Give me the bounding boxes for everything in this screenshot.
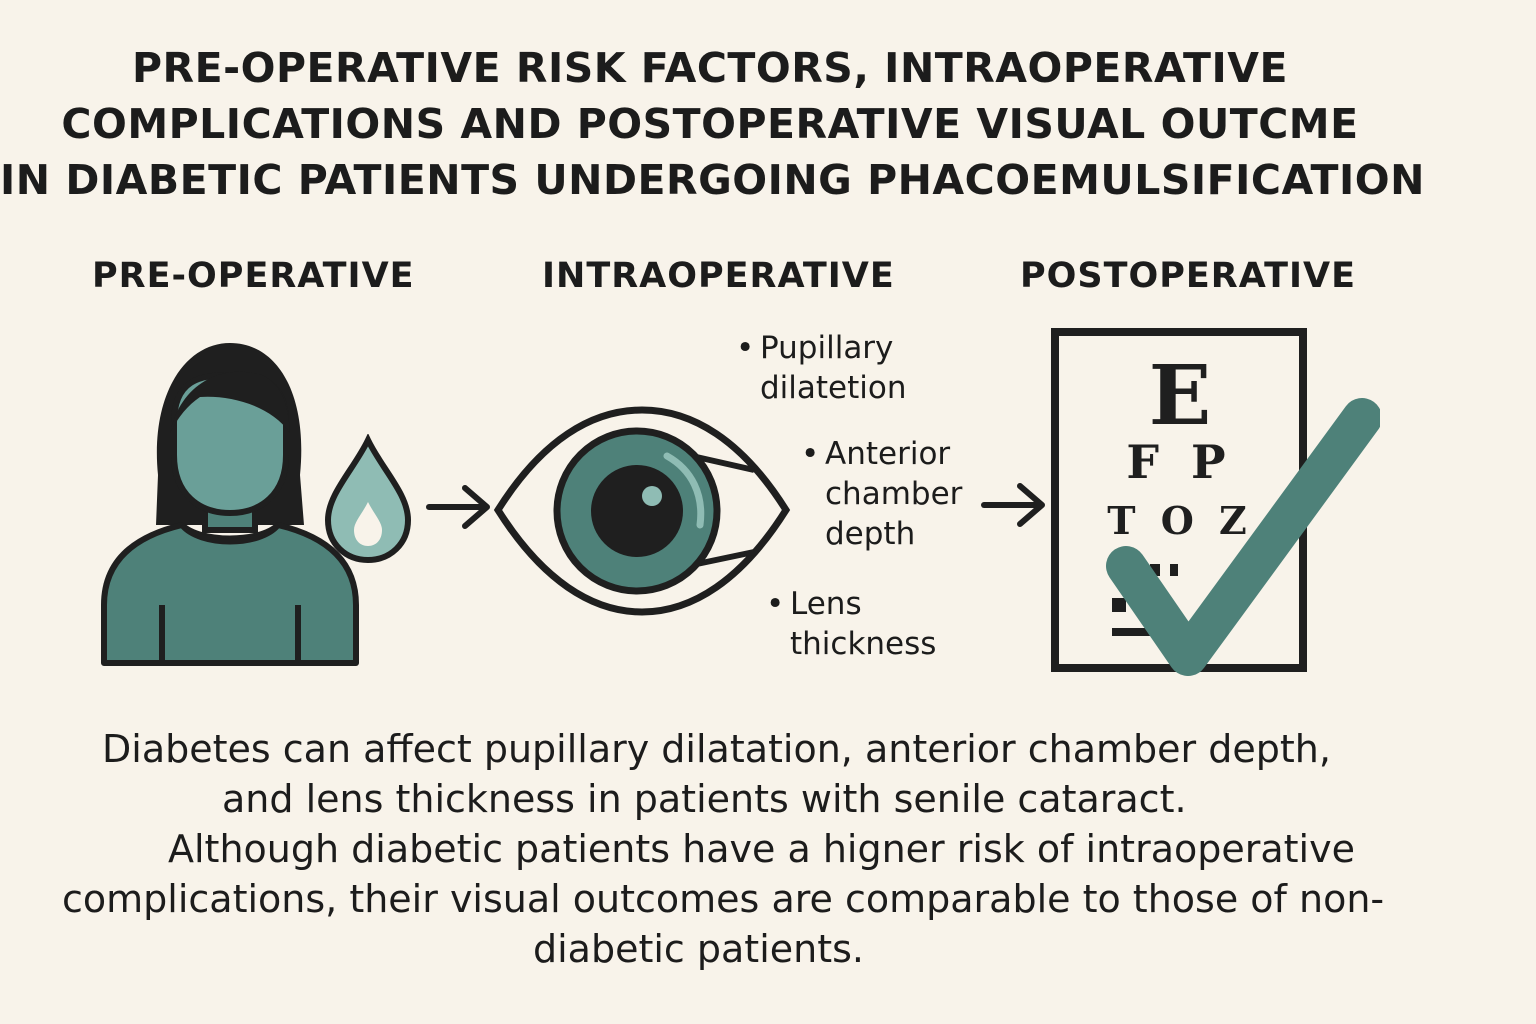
factor-line: dilatetion <box>760 370 907 406</box>
summary-line: and lens thickness in patients with seni… <box>222 777 1187 821</box>
eye-chart-row-1: E <box>1149 348 1212 444</box>
arrow-right-icon <box>981 483 1045 527</box>
arrow-right-icon <box>426 485 490 529</box>
stage-label-postoperative: POSTOPERATIVE <box>1020 256 1357 296</box>
bullet-dot: • <box>736 330 755 366</box>
bullet-dot: • <box>766 586 785 622</box>
factor-line: Pupillary <box>760 330 894 366</box>
stage-label-intraoperative: INTRAOPERATIVE <box>542 256 895 296</box>
factor-line: chamber <box>825 476 963 512</box>
eye-chart-icon: E F P T O Z <box>1051 328 1380 676</box>
bullet-dot: • <box>801 436 820 472</box>
factor-anterior-chamber-depth: • Anterior chamber depth <box>801 434 963 554</box>
summary-line: Although diabetic patients have a higner… <box>168 827 1355 871</box>
drop-icon <box>324 434 412 564</box>
stage-label-pre-operative: PRE-OPERATIVE <box>92 256 415 296</box>
factor-line: depth <box>825 516 916 552</box>
checkmark-icon <box>1106 398 1380 676</box>
patient-icon <box>101 343 359 666</box>
title-line: IN DIABETIC PATIENTS UNDERGOING PHACOEMU… <box>0 156 1425 204</box>
factor-line: Lens <box>790 586 862 622</box>
summary-line: Diabetes can affect pupillary dilatation… <box>102 727 1331 771</box>
eye-icon <box>493 406 791 616</box>
eye-chart-row-2: F P <box>1126 435 1233 489</box>
page-title: PRE-OPERATIVE RISK FACTORS, INTRAOPERATI… <box>0 40 1425 208</box>
eye-chart-row-3: T O Z <box>1107 498 1253 543</box>
summary-line: diabetic patients. <box>533 927 864 971</box>
factor-pupillary-dilatation: • Pupillary dilatetion <box>736 328 907 408</box>
factor-line: Anterior <box>825 436 951 472</box>
factor-lens-thickness: • Lens thickness <box>766 584 937 664</box>
title-line: PRE-OPERATIVE RISK FACTORS, INTRAOPERATI… <box>131 44 1289 92</box>
summary-line: complications, their visual outcomes are… <box>62 877 1385 921</box>
factor-line: thickness <box>790 626 937 662</box>
title-line: COMPLICATIONS AND POSTOPERATIVE VISUAL O… <box>61 100 1359 148</box>
